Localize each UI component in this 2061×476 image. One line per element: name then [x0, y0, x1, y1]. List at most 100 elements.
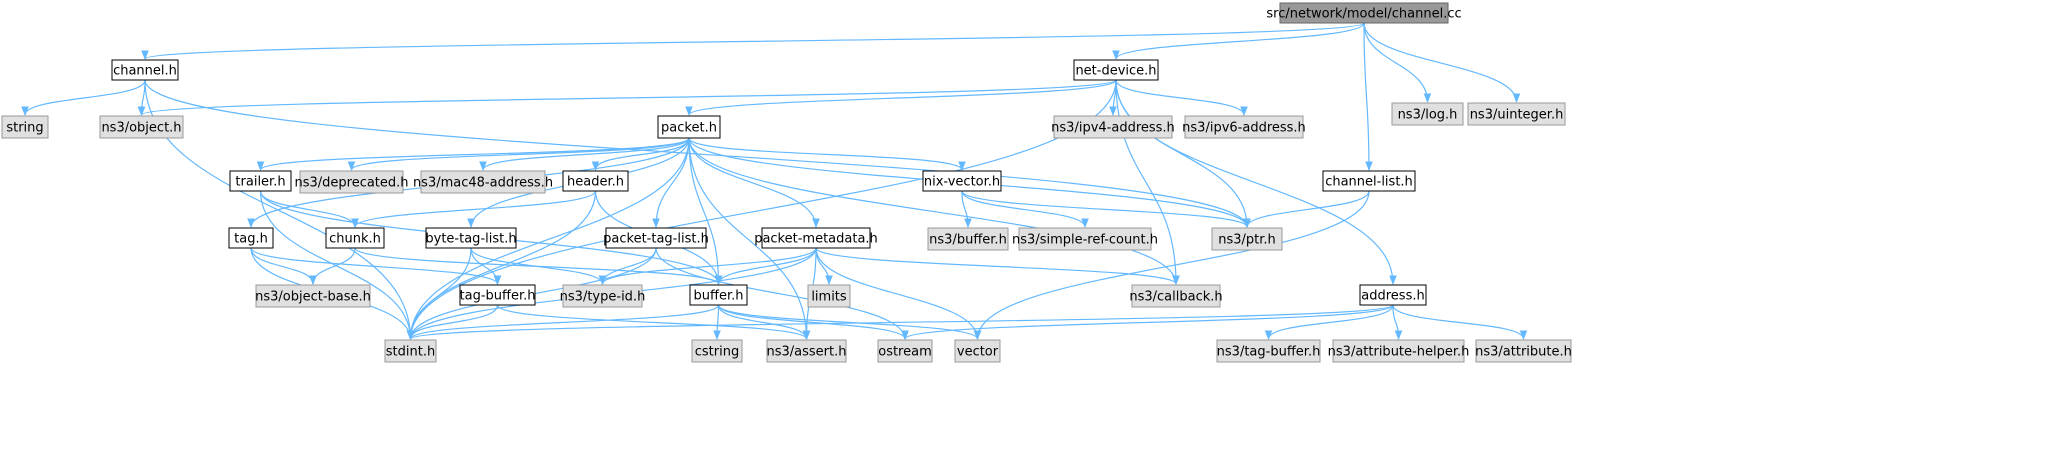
- node-chunk-h[interactable]: chunk.h: [325, 227, 385, 249]
- edge-channel-list-h-to-vector: [973, 190, 1370, 340]
- node-header-h[interactable]: header.h: [562, 170, 629, 192]
- node-box: [1, 115, 49, 139]
- node-label: chunk.h: [329, 232, 381, 247]
- node-tag-buffer-h[interactable]: tag-buffer.h: [459, 284, 536, 306]
- node-label: cstring: [695, 345, 739, 360]
- node-string: string: [1, 115, 49, 139]
- node-label: ns3/simple-ref-count.h: [1012, 233, 1158, 248]
- node-ns3-object-base-h: ns3/object-base.h: [255, 284, 371, 308]
- node-ns3-mac48-address-h: ns3/mac48-address.h: [413, 170, 553, 194]
- node-packet-h[interactable]: packet.h: [657, 115, 721, 139]
- node-label: packet.h: [661, 121, 717, 136]
- node-box: [228, 227, 274, 249]
- node-label: packet-tag-list.h: [603, 232, 709, 247]
- edge-packet-h-to-ns3-assert-h: [688, 137, 811, 340]
- node-ns3-uinteger-h: ns3/uinteger.h: [1467, 102, 1566, 126]
- node-box: [1211, 227, 1283, 251]
- node-ns3-log-h: ns3/log.h: [1391, 102, 1464, 126]
- edge-address-h-to-ns3-attribute-h: [1392, 304, 1528, 340]
- node-ns3-tag-buffer-h: ns3/tag-buffer.h: [1216, 339, 1321, 363]
- node-box: [99, 115, 184, 139]
- edge-header-h-to-chunk-h: [351, 190, 597, 228]
- edge-packet-h-to-trailer-h: [256, 137, 690, 171]
- edge-nix-vector-h-to-ns3-ptr-h: [961, 190, 1251, 228]
- node-box: [1332, 339, 1465, 363]
- edge-net-device-h-to-ns3-ptr-h: [1115, 79, 1251, 228]
- edges-layer: [21, 22, 1528, 340]
- edge-channel-h-to-ns3-ptr-h: [144, 79, 1251, 228]
- edge-channel-cc-to-channel-list-h: [1363, 22, 1373, 171]
- edge-nix-vector-h-to-ns3-buffer-h: [961, 190, 972, 228]
- edge-chunk-h-to-ns3-object-base-h: [309, 247, 356, 285]
- node-tag-h[interactable]: tag.h: [228, 227, 274, 249]
- node-box: [877, 339, 933, 363]
- node-label: tag.h: [234, 232, 268, 247]
- edge-byte-tag-list-h-to-ns3-type-id-h: [470, 247, 607, 285]
- edge-packet-metadata-h-to-ns3-type-id-h: [598, 247, 817, 285]
- node-box: [562, 170, 629, 192]
- edge-buffer-h-to-ns3-assert-h: [717, 304, 811, 340]
- edge-channel-cc-to-channel-h: [141, 22, 1365, 60]
- edge-packet-metadata-h-to-ns3-callback-h: [815, 247, 1180, 285]
- node-box: [657, 115, 721, 139]
- edge-packet-tag-list-h-to-ostream: [655, 247, 909, 340]
- node-label: trailer.h: [235, 175, 285, 190]
- node-box: [927, 227, 1009, 251]
- node-label: net-device.h: [1075, 64, 1156, 79]
- node-label: ns3/mac48-address.h: [413, 176, 553, 191]
- node-box: [425, 227, 517, 249]
- edge-net-device-h-to-ns3-object-h: [138, 79, 1117, 116]
- node-label: ns3/ptr.h: [1218, 233, 1276, 248]
- edge-packet-metadata-h-to-buffer-h: [714, 247, 817, 285]
- node-label: nix-vector.h: [924, 175, 1000, 190]
- node-label: ns3/type-id.h: [560, 290, 646, 305]
- edge-buffer-h-to-vector: [717, 304, 982, 340]
- node-box: [1216, 339, 1321, 363]
- node-channel-h[interactable]: channel.h: [111, 59, 179, 81]
- node-buffer-h[interactable]: buffer.h: [689, 284, 748, 306]
- node-box: [1467, 102, 1566, 126]
- node-ns3-ipv4-address-h: ns3/ipv4-address.h: [1051, 115, 1175, 139]
- edge-packet-metadata-h-to-vector: [815, 247, 982, 340]
- node-nix-vector-h[interactable]: nix-vector.h: [922, 170, 1002, 192]
- node-label: ns3/assert.h: [767, 345, 847, 360]
- node-box: [1184, 115, 1304, 139]
- node-label: ns3/log.h: [1398, 108, 1458, 123]
- node-packet-metadata-h[interactable]: packet-metadata.h: [754, 227, 878, 249]
- node-label: ns3/ipv4-address.h: [1051, 121, 1175, 136]
- node-label: ns3/tag-buffer.h: [1217, 345, 1321, 360]
- node-label: tag-buffer.h: [460, 289, 536, 304]
- node-label: string: [6, 121, 43, 136]
- node-label: ns3/uinteger.h: [1470, 108, 1564, 123]
- edge-address-h-to-ns3-attribute-helper-h: [1392, 304, 1403, 340]
- node-ns3-simple-ref-count-h: ns3/simple-ref-count.h: [1012, 227, 1158, 251]
- node-box: [111, 59, 179, 81]
- edge-address-h-to-stdint-h: [407, 304, 1394, 340]
- node-label: stdint.h: [386, 345, 435, 360]
- edge-packet-h-to-ns3-mac48-address-h: [479, 137, 690, 171]
- node-channel-list-h[interactable]: channel-list.h: [1322, 170, 1416, 192]
- node-label: ns3/ipv6-address.h: [1182, 121, 1306, 136]
- edge-address-h-to-ostream: [901, 304, 1394, 340]
- node-ns3-callback-h: ns3/callback.h: [1129, 284, 1223, 308]
- edge-packet-h-to-nix-vector-h: [688, 137, 966, 171]
- edge-buffer-h-to-ostream: [717, 304, 909, 340]
- node-byte-tag-list-h[interactable]: byte-tag-list.h: [425, 227, 517, 249]
- node-label: header.h: [567, 175, 624, 190]
- node-trailer-h[interactable]: trailer.h: [229, 170, 292, 192]
- node-box: [229, 170, 292, 192]
- node-address-h[interactable]: address.h: [1359, 284, 1427, 306]
- edge-byte-tag-list-h-to-stdint-h: [406, 247, 472, 340]
- edge-packet-h-to-header-h: [591, 137, 690, 171]
- nodes-layer: src/network/model/channel.cc channel.h net…: [1, 2, 1572, 363]
- edge-net-device-h-to-ns3-ipv6-address-h: [1115, 79, 1248, 116]
- node-ns3-deprecated-h: ns3/deprecated.h: [294, 170, 409, 194]
- node-ns3-ptr-h: ns3/ptr.h: [1211, 227, 1283, 251]
- node-net-device-h[interactable]: net-device.h: [1073, 59, 1159, 81]
- node-channel-cc[interactable]: src/network/model/channel.cc: [1266, 2, 1462, 24]
- node-box: [1053, 115, 1173, 139]
- node-packet-tag-list-h[interactable]: packet-tag-list.h: [603, 227, 709, 249]
- node-label: ns3/object.h: [101, 121, 181, 136]
- node-box: [299, 170, 404, 194]
